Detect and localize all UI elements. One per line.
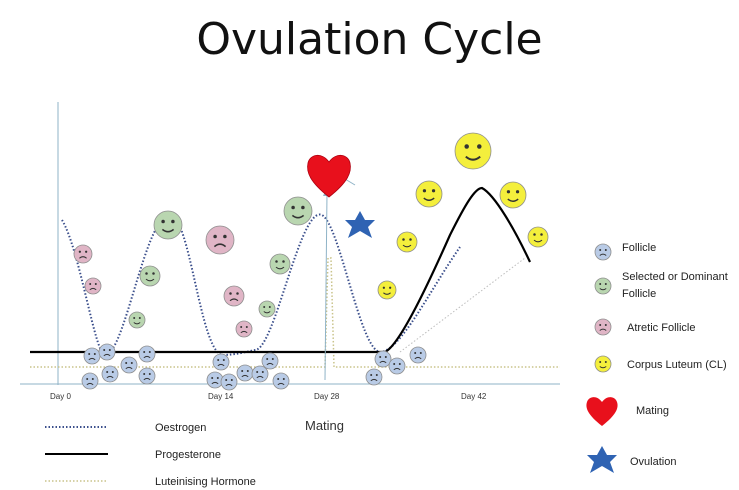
legend-dominant-follicle-label: Selected or Dominant [622,271,728,283]
atretic-follicle-face-icon [223,285,245,307]
atretic-follicle-face-icon [235,320,253,338]
faces-group [73,132,549,391]
follicle-face-icon [98,343,116,361]
atretic-follicle-face-icon [84,277,102,295]
heart-icon [307,154,351,198]
day-0-label: Day 0 [50,392,71,401]
follicle-face-icon [81,372,99,390]
follicle-face-icon [272,372,290,390]
day-28-label: Day 28 [314,392,340,401]
follicle-face-icon [206,371,224,389]
dominant-follicle-face-icon [269,253,291,275]
follicle-face-icon [83,347,101,365]
legend-atretic-follicle-label: Atretic Follicle [627,322,695,334]
legend-follicle-label: Follicle [622,242,656,254]
follicle-face-icon [261,352,279,370]
corpus-luteum-face-icon [415,180,443,208]
legend-dominant-follicle-label-2: Follicle [622,288,656,300]
legend-star-icon [587,446,617,473]
progesterone-legend-label: Progesterone [155,449,221,461]
follicle-face-icon [220,373,238,391]
corpus-luteum-face-icon [527,226,549,248]
star-icon [345,211,375,238]
dominant-follicle-face-icon [153,210,183,240]
follicle-face-icon [374,350,392,368]
legend-mating-label: Mating [636,405,669,417]
page-title: Ovulation Cycle [196,14,543,65]
progesterone-line [30,186,531,354]
legend-atretic-follicle-icon [594,318,612,336]
legend-corpus-luteum-label: Corpus Luteum (CL) [627,359,727,371]
corpus-luteum-face-icon [377,280,397,300]
line-legend: Oestrogen Progesterone Luteinising Hormo… [45,422,256,488]
day-14-label: Day 14 [208,392,234,401]
atretic-follicle-face-icon [73,244,93,264]
dominant-follicle-face-icon [258,300,276,318]
day-42-label: Day 42 [461,392,487,401]
dominant-follicle-face-icon [128,311,146,329]
follicle-face-icon [212,353,230,371]
corpus-luteum-face-icon [396,231,418,253]
luteinising-hormone-rise [399,257,526,353]
dominant-follicle-face-icon [139,265,161,287]
mating-arrow [324,192,328,381]
legend-dominant-follicle-icon [594,277,612,295]
mating-label: Mating [305,418,344,433]
corpus-luteum-face-icon [499,181,527,209]
oestrogen-legend-label: Oestrogen [155,422,206,434]
follicle-face-icon [138,345,156,363]
corpus-luteum-face-icon [454,132,492,170]
symbol-legend: Follicle Selected or Dominant Follicle A… [586,242,728,473]
luteinising-hormone-legend-label: Luteinising Hormone [155,476,256,488]
legend-ovulation-label: Ovulation [630,456,676,468]
legend-follicle-icon [594,243,612,261]
legend-corpus-luteum-icon [594,355,612,373]
follicle-face-icon [251,365,269,383]
dominant-follicle-face-icon [283,196,313,226]
follicle-face-icon [365,368,383,386]
follicle-face-icon [101,365,119,383]
follicle-face-icon [388,357,406,375]
follicle-face-icon [138,367,156,385]
follicle-face-icon [236,364,254,382]
legend-heart-icon [586,397,618,426]
follicle-face-icon [409,346,427,364]
follicle-face-icon [120,356,138,374]
atretic-follicle-face-icon [205,225,235,255]
